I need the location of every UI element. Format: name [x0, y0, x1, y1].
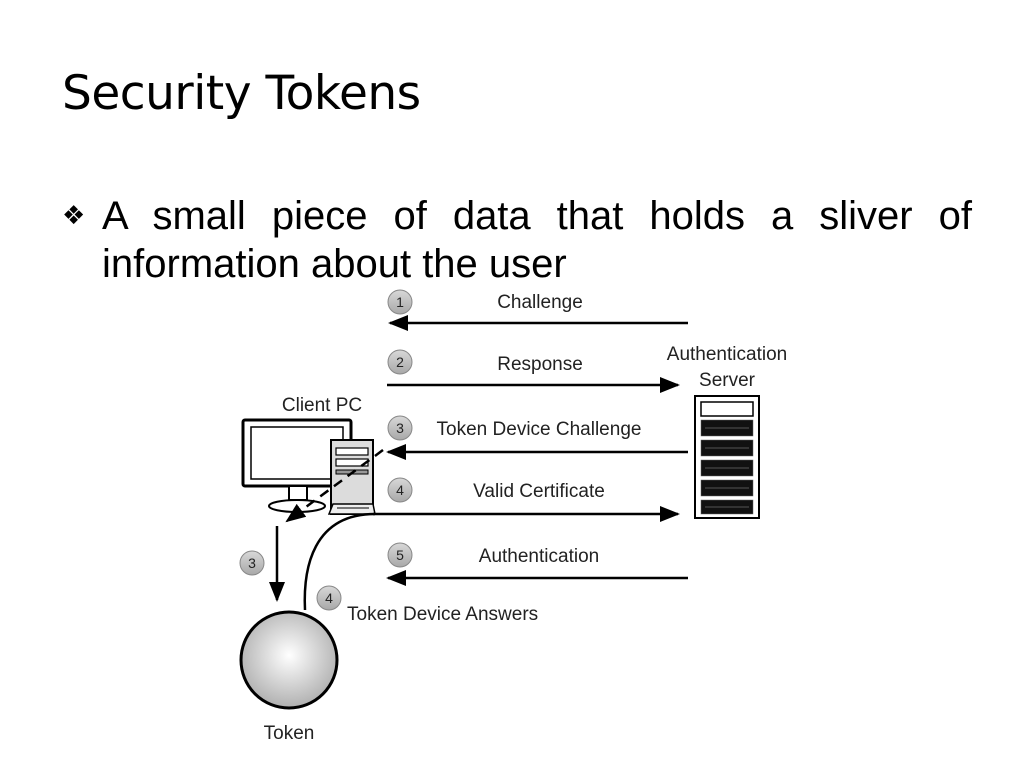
step-5-number: 5: [396, 547, 404, 563]
server-rack-icon: [694, 395, 760, 519]
token-to-pc-curve: [303, 512, 376, 611]
token-step-4: 4 Token Device Answers: [303, 512, 538, 625]
slide-title: Security Tokens: [62, 66, 421, 121]
four-diamond-bullet-icon: ❖: [62, 201, 86, 231]
step-3-number: 3: [396, 420, 404, 436]
pc-to-token-dashed-arrow: [285, 448, 384, 523]
token-step-3-number: 3: [248, 555, 256, 571]
step-1: 1 Challenge: [387, 289, 688, 331]
token-icon: [239, 610, 339, 710]
step-5: 5 Authentication: [386, 542, 688, 586]
step-1-number: 1: [396, 294, 404, 310]
client-pc-icon: [241, 418, 376, 515]
step-3-label: Token Device Challenge: [437, 419, 642, 440]
step-4-label: Valid Certificate: [473, 481, 605, 502]
step-2-label: Response: [497, 354, 583, 375]
token-step-4-label: Token Device Answers: [347, 604, 538, 625]
token-step-4-number: 4: [325, 590, 333, 606]
token-authentication-diagram: 1 Challenge 2 Response Authentication Se…: [225, 278, 825, 758]
step-2-number: 2: [396, 354, 404, 370]
step-5-label: Authentication: [479, 546, 599, 567]
diagram-mask: [225, 278, 645, 300]
token-label: Token: [264, 723, 315, 744]
step-4: 4 Valid Certificate: [373, 477, 680, 522]
step-2: 2 Response: [387, 349, 680, 393]
bullet-point: ❖ A small piece of data that holds a sli…: [62, 192, 972, 288]
step-1-label: Challenge: [497, 292, 583, 313]
step-3: 3 Token Device Challenge: [386, 415, 688, 460]
step-4-number: 4: [396, 482, 404, 498]
bullet-text: A small piece of data that holds a slive…: [102, 194, 972, 286]
auth-server-label-line2: Server: [699, 370, 756, 391]
client-pc-label: Client PC: [282, 395, 362, 416]
diagram-canvas: 1 Challenge 2 Response Authentication Se…: [225, 278, 787, 744]
auth-server-label-line1: Authentication: [667, 344, 787, 365]
token-step-3: 3: [239, 526, 285, 602]
